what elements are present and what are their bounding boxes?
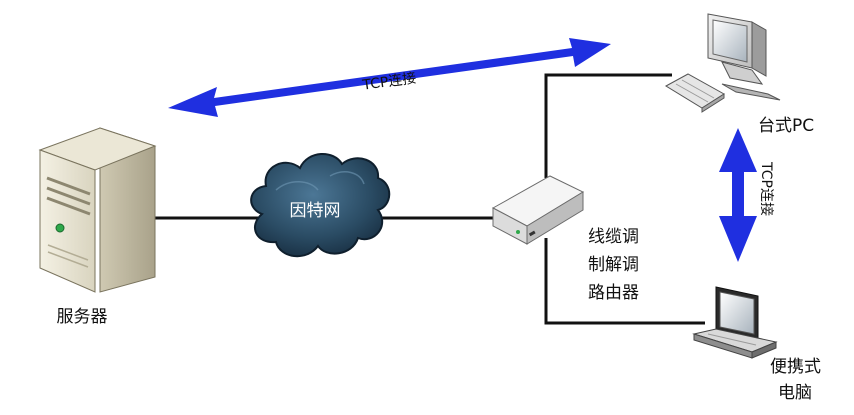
router-to-laptop-line [544, 238, 705, 325]
desktop-pc-icon [665, 13, 781, 113]
vertical-double-arrow-icon [719, 128, 757, 262]
double-arrow-icon [168, 38, 611, 117]
internet-cloud-icon [250, 153, 391, 257]
server-label: 服务器 [57, 307, 108, 327]
desktop-label: 台式PC [758, 116, 814, 136]
laptop-label-line1: 便携式 [770, 357, 821, 377]
router-icon [491, 175, 585, 245]
server-icon [38, 127, 157, 293]
internet-label: 因特网 [290, 201, 341, 221]
connection-lines [155, 73, 705, 325]
laptop-label-line2: 电脑 [778, 383, 812, 403]
laptop-icon [692, 286, 778, 359]
router-label-line3: 路由器 [588, 283, 639, 303]
router-label-line2: 制解调 [588, 255, 639, 275]
tcp-arrow-vertical: TCP连接 [719, 128, 775, 262]
tcp-label-top: TCP连接 [360, 69, 417, 93]
router-label-line1: 线缆调 [588, 227, 639, 247]
tcp-label-right: TCP连接 [758, 161, 775, 216]
router-to-desktop-line [544, 73, 672, 178]
